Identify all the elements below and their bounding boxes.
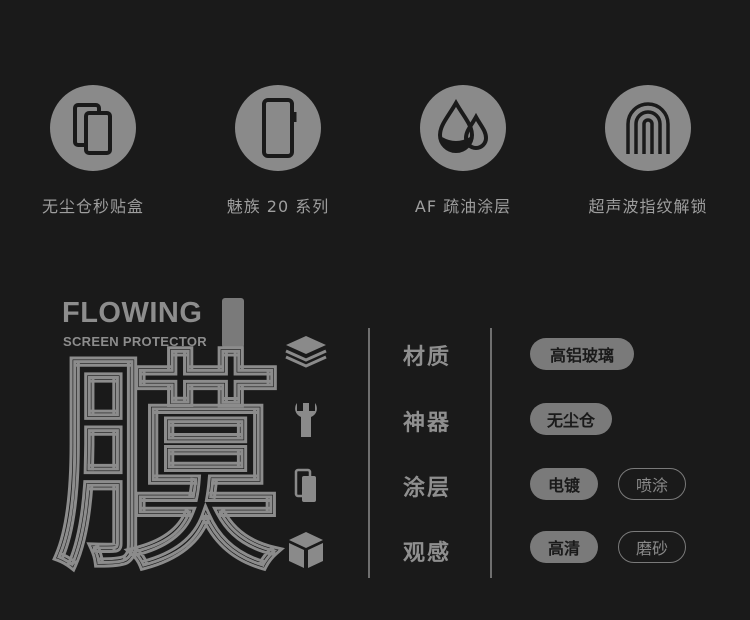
- feature-icon-circle: [420, 85, 506, 171]
- divider-left: [368, 328, 370, 578]
- feature-dustproof-box: 无尘仓秒贴盒: [8, 85, 178, 217]
- dual-phone-icon: [294, 468, 316, 502]
- phone-block-icon: [222, 298, 244, 348]
- spec-category: 神器: [403, 411, 452, 436]
- spec-option-chip: 磨砂: [618, 531, 686, 563]
- spec-category: 观感: [403, 541, 452, 566]
- feature-label: AF 疏油涂层: [414, 197, 512, 216]
- spec-category: 材质: [403, 345, 452, 370]
- spec-option-chip: 电镀: [530, 468, 598, 500]
- feature-icon-circle: [50, 85, 136, 171]
- feature-label: 魅族 20 系列: [226, 197, 330, 216]
- layers-icon: [285, 336, 327, 368]
- brand-subtitle: SCREEN PROTECTOR: [63, 334, 207, 349]
- oil-drops-icon: [437, 98, 489, 153]
- cube-icon: [289, 532, 323, 568]
- divider-right: [490, 328, 492, 578]
- spec-option-chip: 无尘仓: [530, 403, 612, 435]
- phone-icon: [262, 98, 297, 158]
- spec-category: 涂层: [403, 476, 452, 501]
- spec-option-chip: 喷涂: [618, 468, 686, 500]
- feature-phone-series: 魅族 20 系列: [193, 85, 363, 217]
- spec-option-chip: 高铝玻璃: [530, 338, 634, 370]
- fingerprint-icon: [626, 102, 670, 154]
- feature-icon-circle: [235, 85, 321, 171]
- big-character: 膜: [50, 331, 285, 601]
- wrench-icon: [295, 403, 317, 437]
- feature-label: 超声波指纹解锁: [588, 197, 708, 216]
- feature-label: 无尘仓秒贴盒: [41, 197, 144, 216]
- brand-title: FLOWING: [62, 297, 203, 329]
- feature-icon-circle: [605, 85, 691, 171]
- dustproof-box-icon: [73, 103, 112, 155]
- feature-af-coating: AF 疏油涂层: [378, 85, 548, 217]
- feature-fingerprint: 超声波指纹解锁: [563, 85, 733, 217]
- spec-option-chip: 高清: [530, 531, 598, 563]
